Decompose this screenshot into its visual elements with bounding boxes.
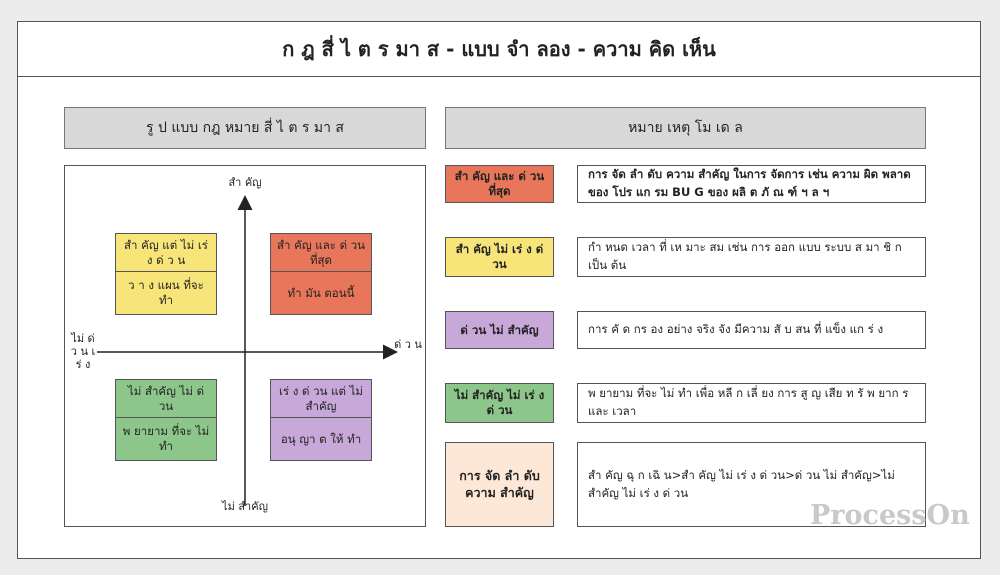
note-label-priority-order: การ จัด ลำ ดับ ความ สำคัญ	[445, 442, 554, 527]
note-text-priority-order: สำ คัญ ฉุ ก เฉิ น>สำ คัญ ไม่ เร่ ง ด่ วน…	[577, 442, 926, 527]
quadrant-try-not-to-do: พ ยายาม ที่จะ ไม่ ทำ	[115, 417, 217, 461]
note-label-important-not-urgent: สำ คัญ ไม่ เร่ ง ด่ วน	[445, 237, 554, 277]
note-label-important-urgent: สำ คัญ และ ด่ วน ที่สุด	[445, 165, 554, 203]
quadrant-important-urgent: สำ คัญ และ ด่ วน ที่สุด	[270, 233, 372, 273]
note-text-important-urgent: การ จัด ลำ ดับ ความ สำคัญ ในการ จัดการ เ…	[577, 165, 926, 203]
quadrant-urgent-not-important: เร่ ง ด่ วน แต่ ไม่ สำคัญ	[270, 379, 372, 419]
diagram-title: ก ฎ สี่ ไ ต ร มา ส - แบบ จำ ลอง - ความ ค…	[18, 22, 980, 77]
left-header: รู ป แบบ กฎ หมาย สี่ ไ ต ร มา ส	[64, 107, 426, 149]
quadrant-allow-to-do: อนุ ญา ต ให้ ทำ	[270, 417, 372, 461]
diagram-frame: ก ฎ สี่ ไ ต ร มา ส - แบบ จำ ลอง - ความ ค…	[17, 21, 981, 559]
note-text-important-not-urgent: กำ หนด เวลา ที่ เห มาะ สม เช่น การ ออก แ…	[577, 237, 926, 277]
quadrant-important-not-urgent: สำ คัญ แต่ ไม่ เร่ ง ด่ ว น	[115, 233, 217, 273]
right-header: หมาย เหตุ โม เด ล	[445, 107, 926, 149]
axis-label-not-important: ไม่ สำคัญ	[222, 500, 268, 513]
note-label-urgent-not-important: ด่ วน ไม่ สำคัญ	[445, 311, 554, 349]
quadrant-plan-to-do: ว า ง แผน ที่จะ ทำ	[115, 271, 217, 315]
quadrant-not-important-not-urgent: ไม่ สำคัญ ไม่ ด่ วน	[115, 379, 217, 419]
note-text-not-important-not-urgent: พ ยายาม ที่จะ ไม่ ทำ เพื่อ หลี ก เลี่ ยง…	[577, 383, 926, 423]
axis-label-urgent: ด่ ว น	[394, 338, 422, 351]
quadrant-do-it-now: ทำ มัน ตอนนี้	[270, 271, 372, 315]
axis-label-not-urgent: ไม่ ด่ ว น เ ร่ ง	[70, 332, 96, 372]
processon-watermark: ProcessOn	[810, 500, 970, 531]
quadrant-box: สำ คัญ ไม่ สำคัญ ไม่ ด่ ว น เ ร่ ง ด่ ว …	[64, 165, 426, 527]
axes-graphic	[97, 195, 398, 506]
note-label-not-important-not-urgent: ไม่ สำคัญ ไม่ เร่ ง ด่ วน	[445, 383, 554, 423]
note-text-urgent-not-important: การ คั ด กร อง อย่าง จริง จัง มีความ สั …	[577, 311, 926, 349]
axis-label-important: สำ คัญ	[228, 176, 262, 189]
